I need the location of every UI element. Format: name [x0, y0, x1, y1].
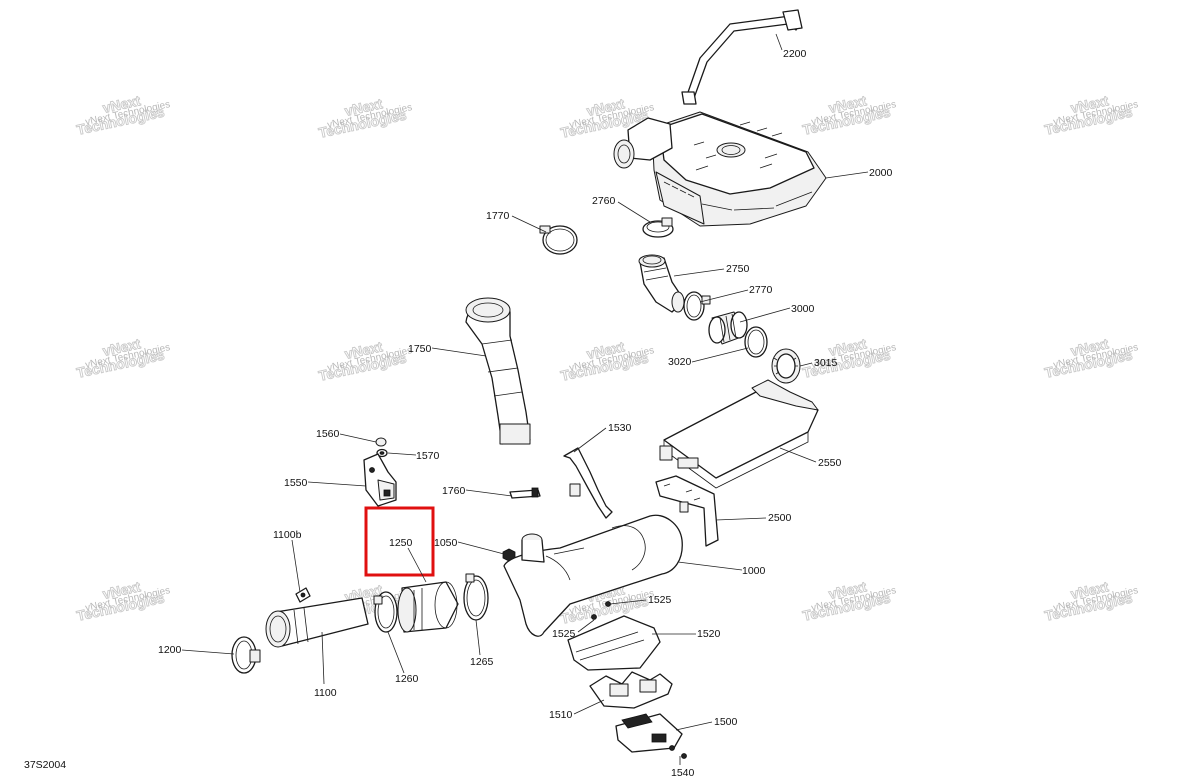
- watermark: vNext Technologies vNext Technologies: [75, 578, 172, 624]
- label-1520[interactable]: 1520: [697, 628, 721, 640]
- watermark: vNext Technologies vNext Technologies: [801, 578, 898, 624]
- label-1560[interactable]: 1560: [316, 428, 340, 440]
- label-1525-lower[interactable]: 1525: [552, 628, 576, 640]
- label-2500[interactable]: 2500: [768, 512, 792, 524]
- part-1550-bracket[interactable]: [363, 453, 397, 507]
- watermark: vNext Technologies vNext Technologies: [801, 92, 898, 138]
- label-3015[interactable]: 3015: [814, 357, 838, 369]
- part-1525-bolt[interactable]: [591, 601, 611, 620]
- part-3015-ring[interactable]: [771, 348, 801, 384]
- part-labels: 2200 2000 2760 1770 2750 2770 3000 1750 …: [158, 48, 893, 778]
- part-1260-clamp[interactable]: [373, 591, 398, 633]
- label-1500[interactable]: 1500: [714, 716, 738, 728]
- label-1100[interactable]: 1100: [314, 687, 337, 699]
- label-1550[interactable]: 1550: [284, 477, 308, 489]
- part-1750-duct[interactable]: [465, 297, 531, 445]
- part-2500-bracket[interactable]: [655, 475, 719, 547]
- label-2000[interactable]: 2000: [869, 167, 893, 179]
- label-1770[interactable]: 1770: [486, 210, 510, 222]
- part-1520-heat-shield[interactable]: [567, 615, 661, 671]
- part-1570-washer[interactable]: [376, 448, 388, 458]
- part-1100b-clip[interactable]: [295, 587, 311, 603]
- part-2200-strap[interactable]: [681, 9, 803, 105]
- diagram-code: 37S2004: [24, 759, 66, 771]
- watermark: vNext Technologies vNext Technologies: [1043, 335, 1140, 381]
- part-1540-bolts[interactable]: [669, 745, 687, 759]
- part-1500-base-plate[interactable]: [615, 713, 683, 753]
- label-1750[interactable]: 1750: [408, 343, 432, 355]
- label-1250[interactable]: 1250: [389, 537, 413, 549]
- label-1265[interactable]: 1265: [470, 656, 494, 668]
- part-2770-clamp[interactable]: [683, 291, 711, 321]
- label-1760[interactable]: 1760: [442, 485, 466, 497]
- watermark: vNext Technologies vNext Technologies: [801, 335, 898, 381]
- part-1250-sleeve[interactable]: [397, 581, 459, 633]
- label-1050[interactable]: 1050: [434, 537, 458, 549]
- part-2000-airbox[interactable]: [613, 111, 827, 227]
- label-2760[interactable]: 2760: [592, 195, 616, 207]
- watermark: vNext Technologies vNext Technologies: [75, 92, 172, 138]
- part-1760-tie[interactable]: [509, 487, 541, 499]
- highlight-box-1250: [364, 506, 435, 577]
- part-1510-mounts[interactable]: [589, 671, 673, 709]
- part-3000-coupler[interactable]: [708, 311, 748, 345]
- label-2550[interactable]: 2550: [818, 457, 842, 469]
- label-1525-upper[interactable]: 1525: [648, 594, 672, 606]
- part-1100-tailpipe[interactable]: [265, 597, 369, 648]
- part-2750-elbow[interactable]: [638, 254, 685, 313]
- watermark: vNext Technologies vNext Technologies: [75, 335, 172, 381]
- label-1510[interactable]: 1510: [549, 709, 573, 721]
- watermark: vNext Technologies vNext Technologies: [1043, 92, 1140, 138]
- watermark: vNext Technologies vNext Technologies: [559, 338, 656, 384]
- label-1260[interactable]: 1260: [395, 673, 419, 685]
- label-1540[interactable]: 1540: [671, 767, 695, 778]
- label-1200[interactable]: 1200: [158, 644, 182, 656]
- label-1570[interactable]: 1570: [416, 450, 440, 462]
- watermark: vNext Technologies vNext Technologies: [1043, 578, 1140, 624]
- part-1000-muffler[interactable]: [503, 514, 683, 637]
- label-2770[interactable]: 2770: [749, 284, 773, 296]
- watermark: vNext Technologies vNext Technologies: [317, 95, 414, 141]
- watermark: vNext Technologies vNext Technologies: [317, 338, 414, 384]
- label-2200[interactable]: 2200: [783, 48, 807, 60]
- label-1530[interactable]: 1530: [608, 422, 632, 434]
- part-1265-clamp[interactable]: [463, 573, 489, 621]
- part-3020-clamp[interactable]: [744, 326, 768, 358]
- part-1770-clamp[interactable]: [539, 225, 578, 255]
- part-1530-strap[interactable]: [563, 447, 613, 519]
- part-1560-nut[interactable]: [375, 437, 387, 447]
- part-2760-clamp[interactable]: [642, 217, 674, 238]
- label-2750[interactable]: 2750: [726, 263, 750, 275]
- part-2550-cover-plate[interactable]: [659, 379, 819, 489]
- leader-lines: [181, 33, 869, 765]
- label-1000[interactable]: 1000: [742, 565, 766, 577]
- label-3000[interactable]: 3000: [791, 303, 815, 315]
- label-3020[interactable]: 3020: [668, 356, 692, 368]
- part-1200-clamp[interactable]: [231, 636, 261, 674]
- label-1100b[interactable]: 1100b: [273, 529, 302, 541]
